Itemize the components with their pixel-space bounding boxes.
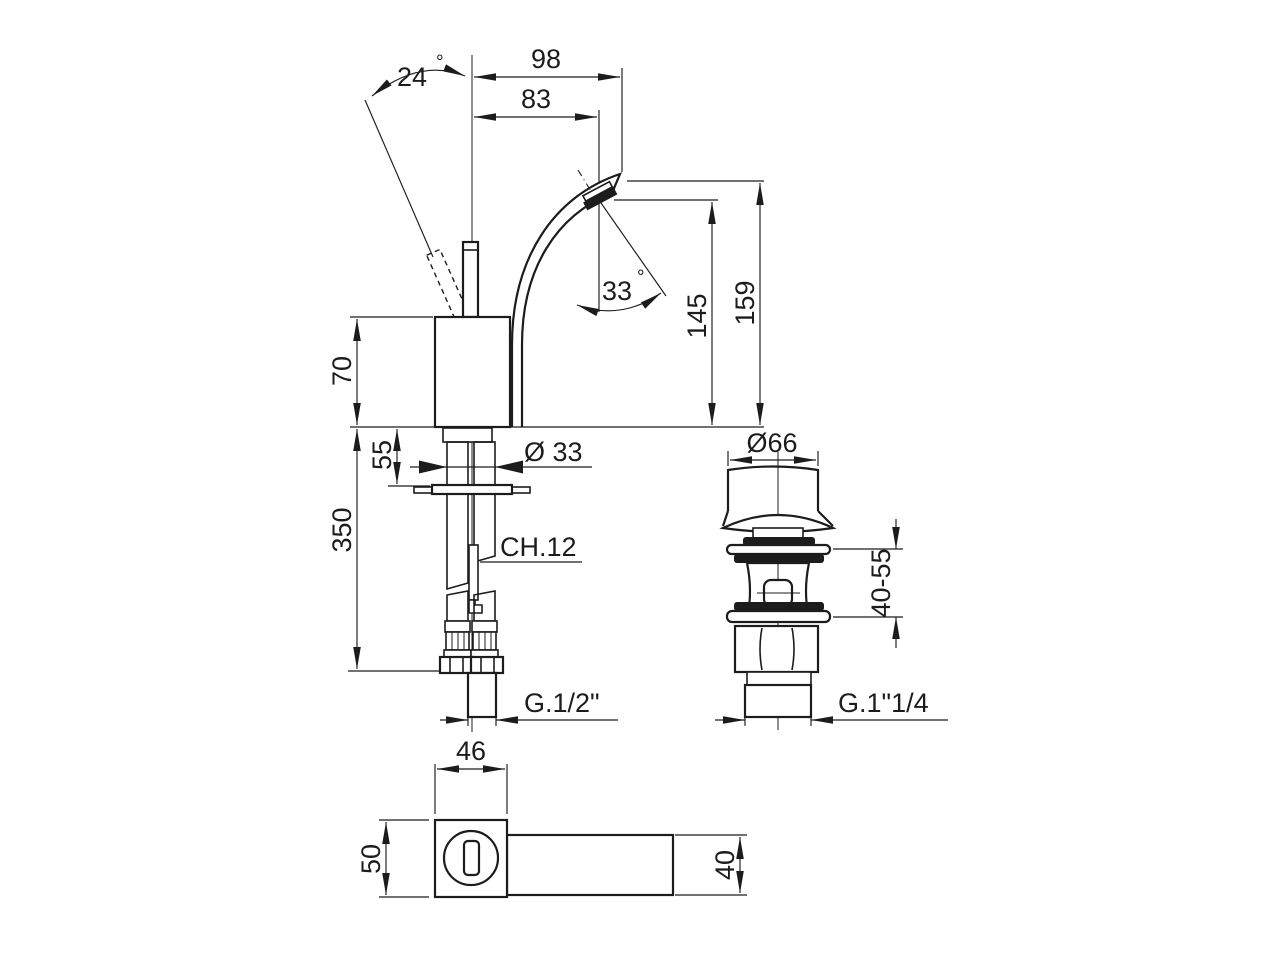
drain-hex-nut <box>733 624 820 674</box>
hose-crimp-collar <box>444 620 471 633</box>
handle-lever <box>461 240 480 319</box>
spout-angle-arc <box>576 292 662 317</box>
dim-46-label: 46 <box>456 736 486 766</box>
supply-hose <box>446 493 469 591</box>
handle-angle-label: 24 <box>397 62 427 92</box>
handle-angle-reference-line <box>364 99 434 258</box>
faucet-top-view: 46 50 40 <box>356 736 747 899</box>
dim-70-label: 70 <box>327 356 357 386</box>
spout-angle-label: 33 <box>602 276 632 306</box>
spout-angle-reference-line <box>600 202 667 297</box>
drain-top-flange <box>725 543 832 556</box>
dim-98-label: 98 <box>531 44 561 74</box>
faucet-front-view: 24 ° 98 83 33 ° <box>327 44 764 732</box>
inlet-thread-label: G.1/2" <box>524 688 600 718</box>
handle-slot-plan <box>462 839 481 877</box>
mounting-stud <box>468 544 479 601</box>
stud-wrench-label: CH.12 <box>500 532 577 562</box>
dim-159-label: 159 <box>730 280 760 325</box>
dim-83-label: 83 <box>521 84 551 114</box>
dim-350-label: 350 <box>327 507 357 552</box>
drain-assembly-view: Ø66 <box>715 428 948 730</box>
degree-mark: ° <box>436 52 444 73</box>
spout-plan <box>505 833 675 897</box>
drain-cap-diameter-label: Ø66 <box>746 428 797 458</box>
dim-55-label: 55 <box>367 440 397 470</box>
drain-cap <box>719 465 837 534</box>
dim-50-label: 50 <box>356 844 386 874</box>
handle-angle-arc <box>371 64 466 97</box>
supply-hose <box>473 493 496 564</box>
mounting-flange <box>430 483 514 496</box>
threaded-shank <box>446 441 469 486</box>
degree-mark: ° <box>637 267 645 288</box>
drain-clamp-range-label: 40-55 <box>866 548 896 617</box>
drain-thread-pipe <box>743 683 813 719</box>
dim-145-label: 145 <box>682 293 712 338</box>
aerator-axis-line <box>577 169 598 202</box>
dia-33-label: Ø 33 <box>524 437 583 467</box>
inlet-thread-pipe <box>466 671 498 719</box>
drain-bottom-flange <box>725 609 832 624</box>
spout <box>510 172 622 427</box>
handle-tilted-ghost <box>425 248 471 324</box>
drain-thread-label: G.1"1/4 <box>838 688 929 718</box>
faucet-body <box>433 315 512 429</box>
aerator <box>581 180 618 211</box>
shank-neck <box>442 427 493 443</box>
hose-hex-nut <box>438 655 475 675</box>
dim-40-label: 40 <box>710 850 740 880</box>
